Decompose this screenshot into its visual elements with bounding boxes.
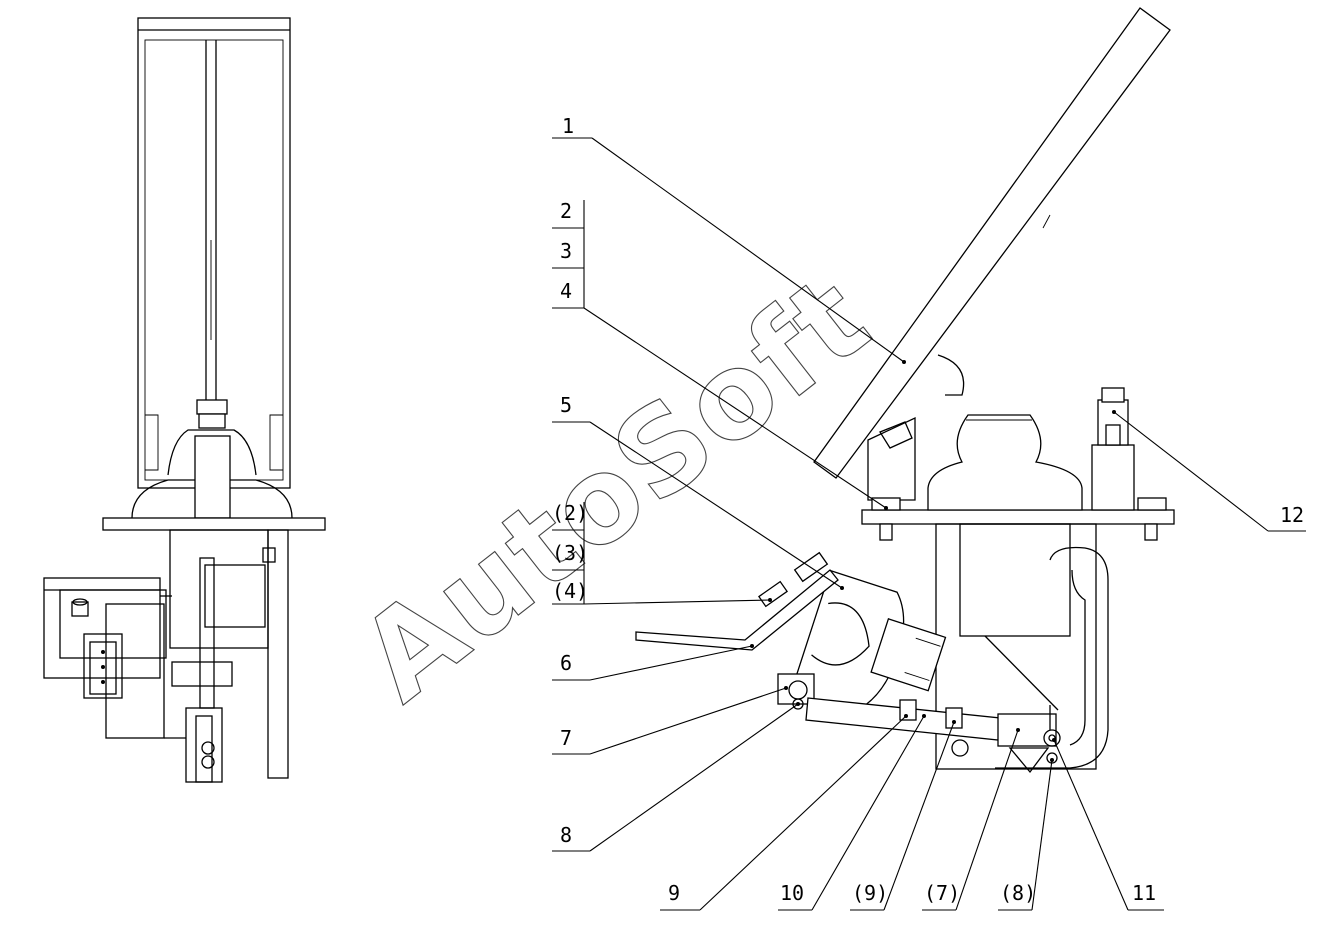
- callout-8-ref: (8): [1000, 881, 1036, 905]
- callout-7-ref: (7): [924, 881, 960, 905]
- callout-10: 10: [780, 881, 804, 905]
- callout-5: 5: [560, 393, 572, 417]
- callout-2: 2: [560, 199, 572, 223]
- callout-7: 7: [560, 726, 572, 750]
- callout-3-ref: (3): [552, 541, 588, 565]
- callout-11: 11: [1132, 881, 1156, 905]
- callout-8: 8: [560, 823, 572, 847]
- callout-4: 4: [560, 279, 572, 303]
- callout-9: 9: [668, 881, 680, 905]
- callout-2-ref: (2): [552, 501, 588, 525]
- callout-9-ref: (9): [852, 881, 888, 905]
- front-view: [43, 17, 326, 783]
- callouts: 1 2 3 4 5 (2) (3) (4) 6 7: [552, 114, 1306, 911]
- callout-6: 6: [560, 651, 572, 675]
- callout-3: 3: [560, 239, 572, 263]
- callout-1: 1: [562, 114, 574, 138]
- callout-4-ref: (4): [552, 579, 588, 603]
- callout-12: 12: [1280, 503, 1304, 527]
